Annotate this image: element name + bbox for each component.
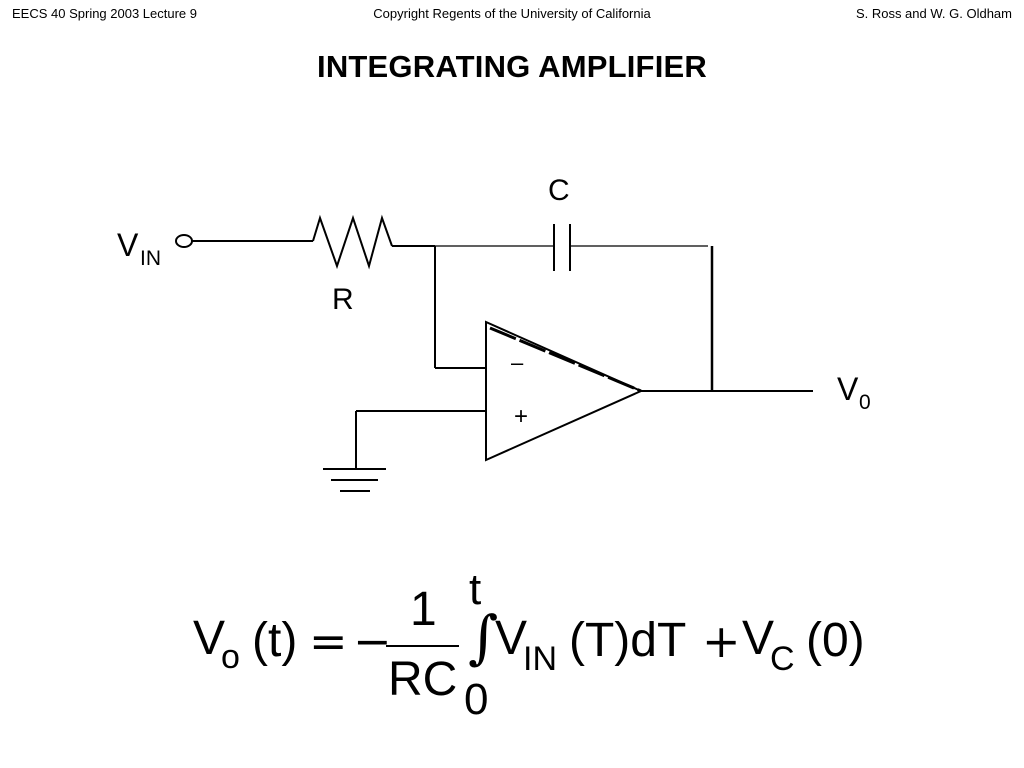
op-amp-edge-highlight: [489, 326, 642, 393]
eq-integrand-rest: (T)dT: [569, 614, 687, 667]
integrator-equation: V o (t) = − 1 RC t ∫ 0 V IN (T)dT + V C …: [0, 560, 1024, 730]
header-copyright: Copyright Regents of the University of C…: [373, 6, 651, 21]
ground-icon: [323, 468, 386, 492]
integrator-circuit-diagram: V IN R C – + V 0: [117, 174, 871, 492]
eq-lhs-subscript: o: [221, 638, 240, 676]
eq-minus-sign: −: [353, 614, 392, 668]
eq-integral-lower-limit: 0: [464, 675, 489, 724]
eq-vc-subscript: C: [770, 640, 795, 678]
vin-subscript: IN: [140, 247, 161, 270]
header-course: EECS 40 Spring 2003 Lecture 9: [12, 6, 198, 21]
eq-plus-sign: +: [702, 614, 741, 668]
op-amp-plus-sign: +: [514, 403, 528, 430]
vin-label: V: [117, 227, 139, 263]
eq-fraction-denominator: RC: [388, 653, 458, 706]
vout-subscript: 0: [859, 391, 871, 414]
slide-title: INTEGRATING AMPLIFIER: [317, 49, 707, 84]
eq-vc-v: V: [742, 612, 775, 665]
capacitor-label: C: [548, 174, 570, 207]
eq-integrand-v: V: [495, 612, 528, 665]
eq-fraction-numerator: 1: [410, 583, 437, 636]
op-amp-triangle: [485, 320, 644, 462]
eq-lhs-argument: (t): [252, 614, 298, 667]
eq-integral-sign: ∫: [468, 603, 499, 671]
eq-fraction-bar: [386, 645, 459, 647]
header-authors: S. Ross and W. G. Oldham: [855, 6, 1012, 21]
eq-integrand-subscript: IN: [523, 640, 557, 678]
eq-equals-sign: =: [309, 614, 348, 668]
vout-label: V: [837, 371, 859, 407]
input-terminal: [175, 234, 193, 248]
resistor-symbol: [312, 214, 393, 270]
eq-vc-argument: (0): [806, 614, 865, 667]
op-amp-minus-sign: –: [511, 350, 524, 375]
eq-lhs-v: V: [193, 612, 226, 665]
eq-integral-upper-limit: t: [469, 565, 482, 614]
resistor-label: R: [332, 283, 354, 316]
